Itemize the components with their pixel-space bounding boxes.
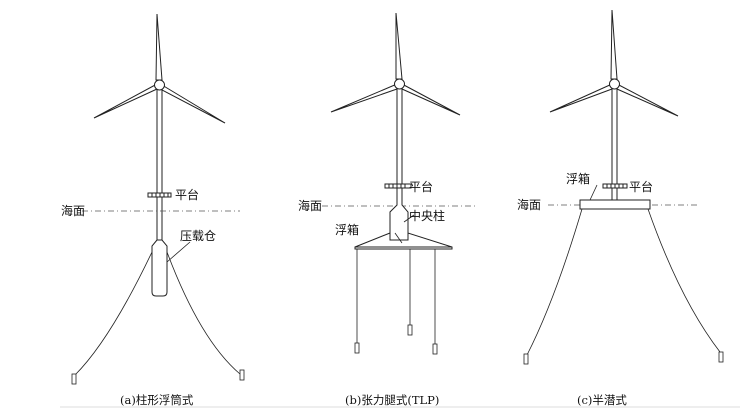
mooring-line-left-c [526,208,583,356]
mooring-line-right-a [166,251,241,375]
anchor-b-3 [432,343,438,355]
platform-label-a: 平台 [175,187,199,202]
turbine-b [330,12,461,186]
platform-label-b: 平台 [409,179,433,194]
platform-c [602,183,628,189]
ballast-tank-label: 压载仓 [180,229,216,243]
anchor-b-2 [407,324,413,336]
platform-b [384,183,412,189]
caption-b: (b)张力腿式(TLP) [345,393,439,407]
turbine-c [549,9,679,200]
platform-label-c: 平台 [629,179,653,194]
semi-submersible-diagram: 浮箱 平台 海面 (c)半潜式 [517,9,724,407]
buoy-label-c: 浮箱 [566,171,590,186]
anchor-a-left [71,373,77,385]
anchor-c-right [718,351,724,363]
buoy-label-b: 浮箱 [335,222,359,237]
tlp-buoy [354,232,453,250]
turbine-a [93,13,226,194]
sea-level-label-b: 海面 [298,198,322,213]
sea-level-label-a: 海面 [61,203,85,218]
center-column [389,187,409,241]
anchor-c-left [523,353,529,365]
mooring-line-left-a [74,251,153,376]
caption-a: (a)柱形浮筒式 [120,393,194,407]
semi-sub-buoy [579,199,651,210]
mooring-line-right-c [647,208,721,353]
sea-level-label-c: 海面 [517,197,541,212]
caption-c: (c)半潜式 [577,393,627,407]
anchor-b-1 [354,342,360,354]
platform-a [147,192,172,198]
ballast-tank [151,239,168,297]
tlp-diagram: 平台 海面 中央柱 浮箱 (b)张力腿式(TLP) [298,12,478,407]
spar-buoy-diagram: 平台 海面 压载仓 (a)柱形浮筒式 [61,13,245,407]
center-column-label: 中央柱 [409,208,445,223]
anchor-a-right [239,369,245,381]
